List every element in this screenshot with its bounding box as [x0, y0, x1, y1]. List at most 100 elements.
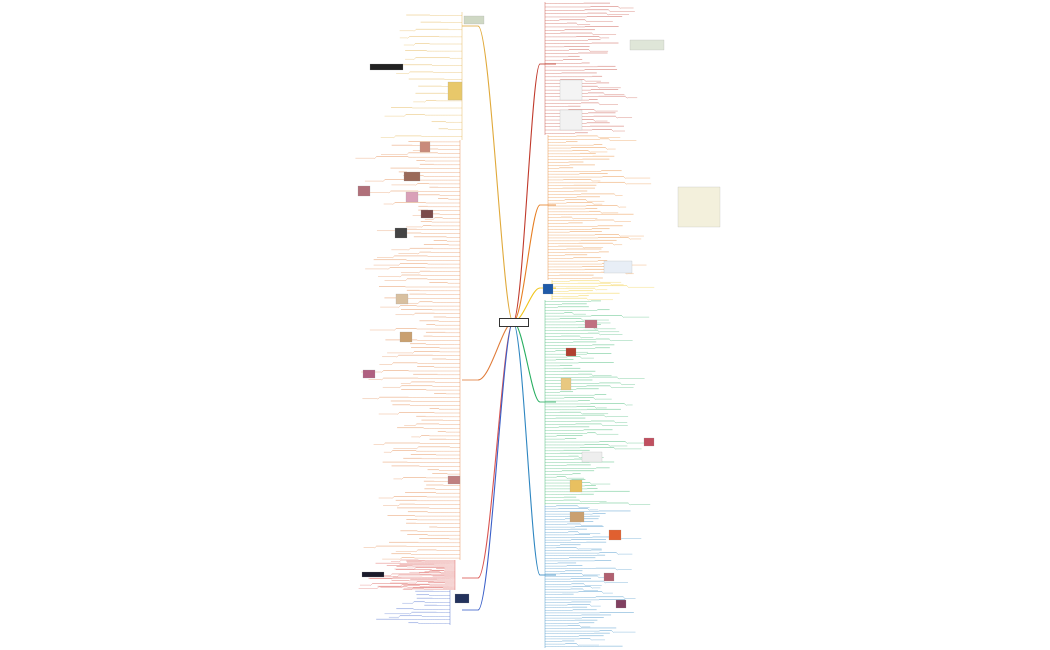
- leaf-text[interactable]: [391, 184, 416, 186]
- leaf-text[interactable]: [425, 331, 446, 333]
- leaf-text[interactable]: [566, 379, 593, 381]
- leaf-text[interactable]: [582, 575, 598, 577]
- leaf-text[interactable]: [581, 626, 591, 628]
- leaf-text[interactable]: [571, 583, 584, 585]
- leaf-text[interactable]: [592, 344, 615, 346]
- leaf-text[interactable]: [412, 215, 422, 216]
- leaf-text[interactable]: [394, 568, 414, 570]
- leaf-text[interactable]: [391, 579, 410, 581]
- leaf-text[interactable]: [598, 510, 631, 512]
- leaf-text[interactable]: [389, 541, 419, 543]
- leaf-text[interactable]: [432, 358, 447, 360]
- leaf-text[interactable]: [406, 278, 428, 280]
- leaf-text[interactable]: [559, 452, 588, 454]
- leaf-text[interactable]: [601, 281, 622, 283]
- leaf-text[interactable]: [413, 587, 444, 589]
- leaf-text[interactable]: [418, 85, 442, 87]
- leaf-text[interactable]: [599, 612, 634, 613]
- leaf-text[interactable]: [401, 584, 430, 585]
- leaf-text[interactable]: [562, 593, 574, 595]
- leaf-text[interactable]: [596, 289, 608, 291]
- leaf-text[interactable]: [605, 582, 628, 583]
- leaf-text[interactable]: [592, 75, 603, 77]
- leaf-text[interactable]: [601, 170, 622, 172]
- leaf-text[interactable]: [405, 58, 414, 60]
- leaf-text[interactable]: [413, 373, 438, 375]
- leaf-text[interactable]: [586, 353, 612, 354]
- leaf-text[interactable]: [600, 104, 619, 105]
- thumbnail-image[interactable]: [420, 209, 434, 219]
- leaf-text[interactable]: [610, 140, 637, 141]
- leaf-text[interactable]: [581, 521, 594, 522]
- leaf-text[interactable]: [595, 398, 612, 400]
- leaf-text[interactable]: [379, 396, 409, 398]
- leaf-text[interactable]: [363, 547, 375, 548]
- leaf-text[interactable]: [384, 280, 405, 281]
- leaf-text[interactable]: [564, 199, 587, 201]
- leaf-text[interactable]: [555, 417, 586, 419]
- leaf-text[interactable]: [592, 536, 620, 538]
- leaf-text[interactable]: [566, 22, 577, 24]
- leaf-text[interactable]: [428, 582, 445, 583]
- leaf-text[interactable]: [587, 487, 598, 489]
- leaf-text[interactable]: [598, 285, 628, 287]
- leaf-text[interactable]: [390, 400, 412, 402]
- leaf-text[interactable]: [406, 302, 418, 304]
- leaf-text[interactable]: [406, 560, 425, 562]
- leaf-text[interactable]: [611, 340, 633, 341]
- leaf-text[interactable]: [616, 195, 623, 196]
- leaf-text[interactable]: [431, 121, 446, 123]
- leaf-text[interactable]: [562, 640, 575, 642]
- leaf-text[interactable]: [568, 109, 595, 110]
- leaf-text[interactable]: [594, 560, 612, 561]
- leaf-text[interactable]: [620, 7, 634, 9]
- leaf-text[interactable]: [406, 226, 422, 228]
- leaf-text[interactable]: [578, 52, 608, 54]
- leaf-text[interactable]: [581, 627, 617, 629]
- leaf-text[interactable]: [368, 379, 382, 380]
- leaf-text[interactable]: [599, 502, 629, 504]
- leaf-text[interactable]: [587, 92, 604, 94]
- leaf-text[interactable]: [576, 135, 598, 137]
- leaf-text[interactable]: [578, 622, 595, 624]
- leaf-text[interactable]: [579, 173, 608, 174]
- leaf-text[interactable]: [599, 331, 620, 333]
- leaf-text[interactable]: [592, 483, 611, 485]
- leaf-text[interactable]: [416, 160, 426, 161]
- leaf-text[interactable]: [420, 21, 442, 23]
- leaf-text[interactable]: [575, 132, 588, 134]
- leaf-text[interactable]: [578, 242, 613, 244]
- leaf-text[interactable]: [395, 569, 432, 570]
- leaf-text[interactable]: [566, 248, 602, 250]
- leaf-text[interactable]: [414, 351, 440, 352]
- leaf-text[interactable]: [594, 490, 630, 492]
- leaf-text[interactable]: [595, 120, 608, 122]
- leaf-text[interactable]: [629, 286, 655, 288]
- leaf-text[interactable]: [376, 576, 397, 577]
- leaf-text[interactable]: [619, 206, 627, 208]
- leaf-text[interactable]: [400, 305, 417, 306]
- leaf-text[interactable]: [578, 591, 603, 592]
- leaf-text[interactable]: [593, 375, 612, 376]
- leaf-text[interactable]: [404, 425, 415, 426]
- leaf-text[interactable]: [418, 205, 428, 207]
- leaf-text[interactable]: [378, 497, 392, 499]
- leaf-text[interactable]: [594, 234, 619, 235]
- leaf-text[interactable]: [564, 254, 588, 256]
- leaf-text[interactable]: [423, 480, 435, 482]
- leaf-text[interactable]: [414, 43, 430, 44]
- leaf-text[interactable]: [399, 37, 408, 39]
- leaf-text[interactable]: [411, 611, 437, 613]
- leaf-text[interactable]: [576, 405, 595, 407]
- leaf-text[interactable]: [618, 553, 633, 555]
- leaf-text[interactable]: [582, 414, 605, 416]
- leaf-text[interactable]: [599, 382, 621, 384]
- leaf-text[interactable]: [376, 230, 398, 232]
- leaf-text[interactable]: [419, 301, 433, 303]
- leaf-text[interactable]: [627, 442, 649, 444]
- thumbnail-image[interactable]: [463, 15, 485, 25]
- leaf-text[interactable]: [365, 192, 389, 193]
- leaf-text[interactable]: [570, 528, 587, 530]
- leaf-text[interactable]: [604, 592, 613, 594]
- leaf-text[interactable]: [594, 394, 607, 395]
